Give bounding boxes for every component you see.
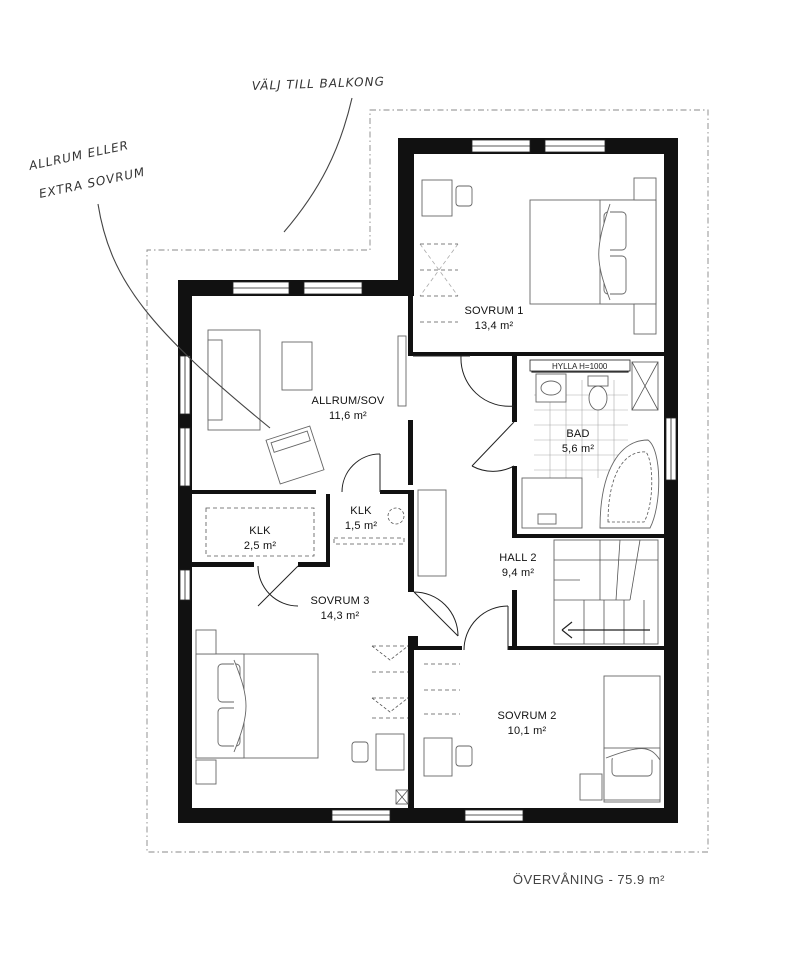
sovrum1-name: SOVRUM 1 [464,305,523,317]
sovrum1-furniture [419,177,657,335]
sovrum2-area: 10,1 m² [508,725,547,737]
allrum-name: ALLRUM/SOV [312,395,385,407]
sovrum3-area: 14,3 m² [321,610,360,622]
klk-small-name: KLK [350,505,372,517]
bad-fixtures [521,361,660,529]
hall-stairs [417,489,659,645]
shelf-strip [529,359,631,372]
floor-caption: ÖVERVÅNING - 75.9 m² [513,872,665,887]
allrum-area: 11,6 m² [329,410,367,422]
sovrum2-name: SOVRUM 2 [497,710,556,722]
klk-small-area: 1,5 m² [345,520,378,532]
sovrum3-furniture [195,629,409,805]
balcony-annotation: VÄLJ TILL BALKONG [252,73,386,93]
allrum-annotation-line2: EXTRA SOVRUM [38,165,147,201]
allrum-pointer-line [97,203,271,429]
hall2-area: 9,4 m² [502,567,535,579]
bad-name: BAD [566,428,589,440]
klk-large-area: 2,5 m² [244,540,277,552]
allrum-annotation-line1: ALLRUM ELLER [27,138,130,173]
sovrum3-name: SOVRUM 3 [310,595,369,607]
exterior-walls [178,138,678,823]
doors [257,355,515,651]
klk-details [205,507,405,557]
klk-large-name: KLK [249,525,271,537]
bad-area: 5,6 m² [562,443,595,455]
shelf-label: HYLLA H=1000 [552,362,608,371]
sovrum1-area: 13,4 m² [475,320,514,332]
balcony-boundary [146,109,709,853]
allrum-furniture [207,329,407,485]
windows [179,139,677,822]
hall2-name: HALL 2 [499,552,536,564]
sovrum2-furniture [423,663,661,803]
balcony-pointer-line [283,97,353,233]
interior-walls [192,296,664,816]
